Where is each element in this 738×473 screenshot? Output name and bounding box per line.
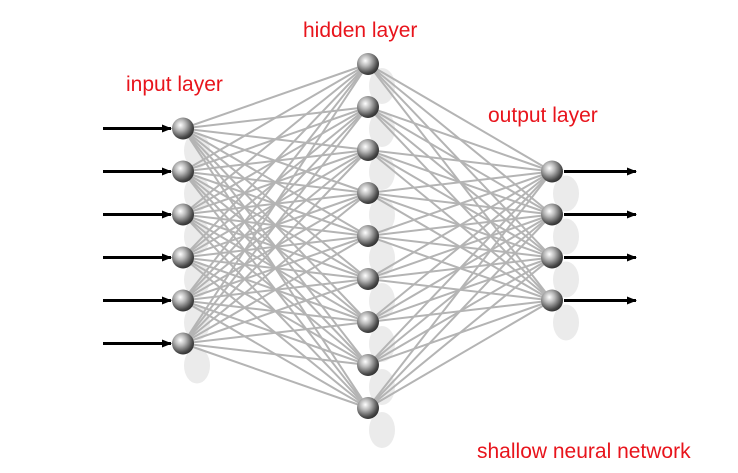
node-shadow — [369, 412, 395, 448]
hidden-node — [357, 268, 379, 290]
connection-line — [367, 149, 553, 173]
output-node — [541, 289, 563, 312]
connection-line — [182, 235, 369, 345]
connections — [182, 63, 553, 409]
hidden-node — [357, 182, 379, 204]
connection-line — [367, 170, 553, 366]
connection-line — [367, 170, 553, 323]
hidden-node — [357, 311, 379, 333]
input-node — [172, 160, 194, 183]
connection-line — [182, 63, 369, 173]
connection-line — [367, 170, 553, 194]
hidden-node — [357, 53, 379, 75]
nodes — [172, 53, 563, 419]
input-node — [172, 289, 194, 312]
connection-line — [367, 213, 553, 409]
connection-line — [182, 278, 369, 345]
hidden-node — [357, 225, 379, 247]
output-node — [541, 160, 563, 183]
output-layer-label: output layer — [488, 104, 598, 127]
connection-line — [367, 299, 553, 409]
connection-line — [182, 63, 369, 130]
connection-line — [367, 63, 553, 173]
input-node — [172, 246, 194, 269]
node-shadow — [184, 347, 210, 384]
hidden-layer-label: hidden layer — [303, 19, 418, 42]
connection-line — [182, 63, 369, 302]
node-shadow — [553, 304, 579, 341]
input-layer-label: input layer — [126, 73, 223, 96]
node-shadow — [553, 218, 579, 255]
connection-line — [367, 170, 553, 409]
caption: shallow neural network — [477, 440, 691, 463]
connection-line — [182, 342, 369, 409]
io-arrows — [103, 124, 637, 348]
connection-line — [182, 106, 369, 345]
connection-line — [367, 106, 553, 173]
connection-line — [182, 63, 369, 259]
node-shadow — [553, 175, 579, 212]
node-shadow — [553, 261, 579, 298]
connection-line — [182, 63, 369, 345]
connection-line — [182, 192, 369, 345]
hidden-node — [357, 139, 379, 161]
connection-line — [367, 170, 553, 237]
connection-line — [367, 256, 553, 409]
connection-line — [182, 321, 369, 345]
connection-line — [182, 342, 369, 366]
connection-line — [182, 63, 369, 216]
hidden-node — [357, 397, 379, 419]
input-node — [172, 203, 194, 226]
connection-line — [182, 149, 369, 345]
input-node — [172, 117, 194, 140]
output-node — [541, 203, 563, 226]
output-node — [541, 246, 563, 269]
connection-line — [367, 170, 553, 280]
input-node — [172, 332, 194, 355]
hidden-node — [357, 354, 379, 376]
hidden-node — [357, 96, 379, 118]
